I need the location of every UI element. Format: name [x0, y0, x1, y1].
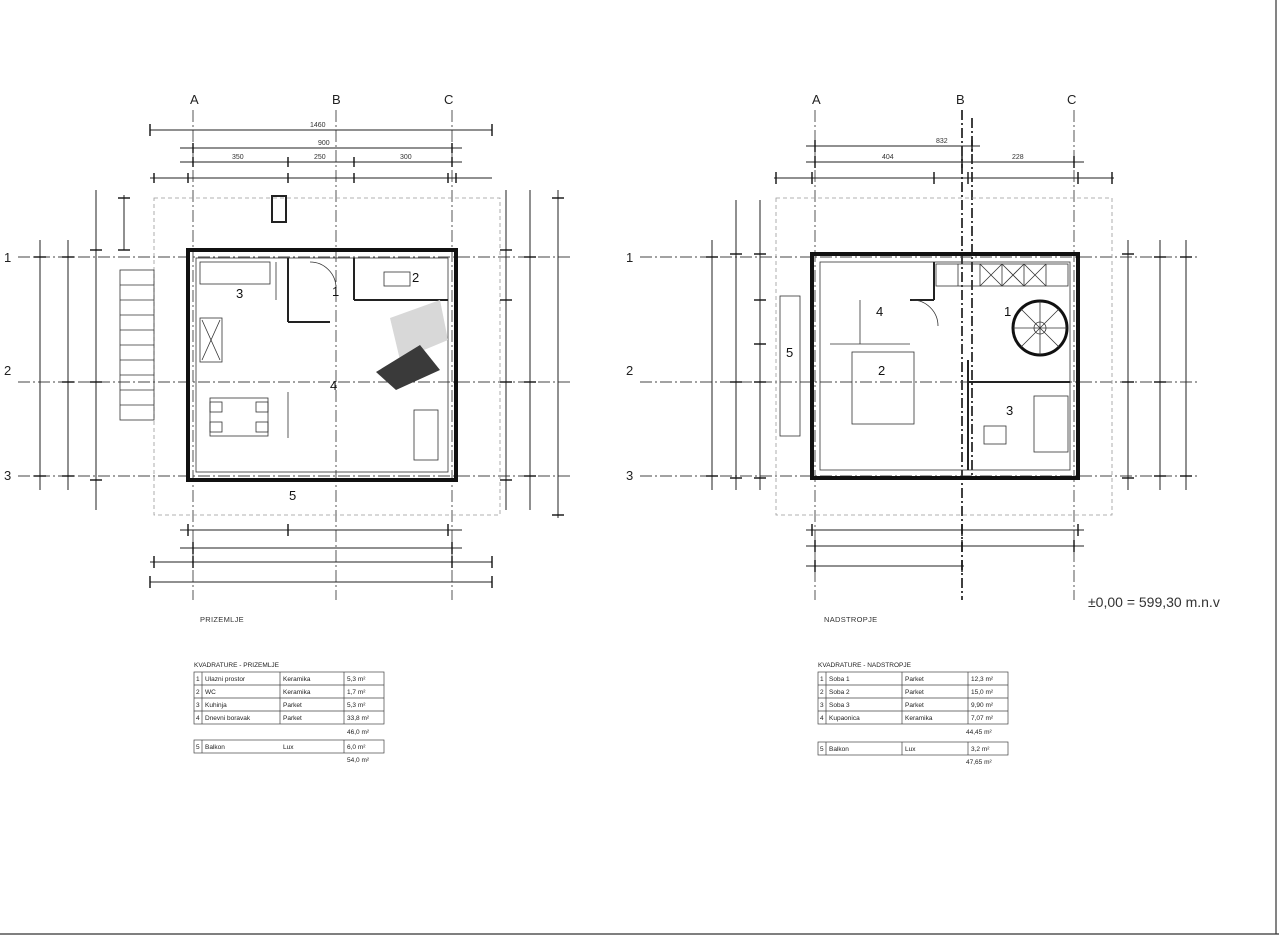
- uf-extra-area: 3,2 m²: [971, 746, 990, 753]
- gf-area-table: KVADRATURE - PRIZEMLJE 1 Ulazni prostor …: [193, 662, 385, 764]
- uf-overall-width: 832: [936, 138, 948, 145]
- uf-row-finish: Keramika: [905, 715, 933, 722]
- uf-table-row: 4 Kupaonica Keramika 7,07 m²: [820, 715, 994, 722]
- uf-room-5: 5: [786, 345, 793, 360]
- gf-subtotal: 46,0 m²: [347, 729, 370, 736]
- uf-row-no: 3: [820, 702, 824, 709]
- grid-row-3-uf: 3: [626, 468, 633, 483]
- ground-floor-plan: A B C 1 2 3: [4, 92, 570, 624]
- uf-table-row: 2 Soba 2 Parket 15,0 m²: [820, 689, 994, 696]
- gf-table-row: 4 Dnevni boravak Parket 33,8 m²: [196, 715, 370, 722]
- elevation-note: ±0,00 = 599,30 m.n.v: [1088, 594, 1220, 610]
- gf-table-title: KVADRATURE - PRIZEMLJE: [194, 662, 280, 669]
- uf-right-width: 228: [1012, 154, 1024, 161]
- uf-row-name: Kupaonica: [829, 715, 860, 722]
- gf-room-2: 2: [412, 270, 419, 285]
- grid-col-c-uf: C: [1067, 92, 1076, 107]
- grid-row-3-gf: 3: [4, 468, 11, 483]
- gf-row-no: 1: [196, 676, 200, 683]
- uf-row-area: 7,07 m²: [971, 715, 994, 722]
- uf-extra-no: 5: [820, 746, 824, 753]
- gf-bay-3: 300: [400, 154, 412, 161]
- gf-table-row: 1 Ulazni prostor Keramika 5,3 m²: [196, 676, 366, 683]
- gf-row-finish: Keramika: [283, 676, 311, 683]
- uf-room-1: 1: [1004, 304, 1011, 319]
- uf-row-finish: Parket: [905, 689, 924, 696]
- gf-room-1: 1: [332, 284, 339, 299]
- uf-row-no: 4: [820, 715, 824, 722]
- gf-row-area: 1,7 m²: [347, 689, 366, 696]
- gf-row-no: 3: [196, 702, 200, 709]
- gf-row-finish: Parket: [283, 715, 302, 722]
- gf-row-name: WC: [205, 689, 216, 696]
- uf-room-2: 2: [878, 363, 885, 378]
- uf-room-4: 4: [876, 304, 883, 319]
- gf-room-3: 3: [236, 286, 243, 301]
- grid-col-a-uf: A: [812, 92, 821, 107]
- uf-room-3: 3: [1006, 403, 1013, 418]
- upper-floor-plan: A B C 1 2 3: [626, 92, 1200, 624]
- uf-row-area: 12,3 m²: [971, 676, 994, 683]
- uf-extra-finish: Lux: [905, 746, 916, 753]
- grid-row-1-uf: 1: [626, 250, 633, 265]
- grid-col-c-gf: C: [444, 92, 453, 107]
- uf-subtotal: 44,45 m²: [966, 729, 992, 736]
- gf-row-finish: Parket: [283, 702, 302, 709]
- uf-row-area: 9,90 m²: [971, 702, 994, 709]
- uf-area-table: KVADRATURE - NADSTROPJE 1 Soba 1 Parket …: [817, 662, 1009, 766]
- gf-extra-no: 5: [196, 744, 200, 751]
- uf-row-name: Soba 2: [829, 689, 850, 696]
- uf-row-no: 1: [820, 676, 824, 683]
- gf-caption: PRIZEMLJE: [200, 615, 244, 624]
- gf-row-finish: Keramika: [283, 689, 311, 696]
- uf-row-finish: Parket: [905, 676, 924, 683]
- uf-caption: NADSTROPJE: [824, 615, 877, 624]
- uf-row-finish: Parket: [905, 702, 924, 709]
- uf-left-width: 404: [882, 154, 894, 161]
- uf-extra-name: Balkon: [829, 746, 849, 753]
- uf-row-name: Soba 1: [829, 676, 850, 683]
- grid-col-b-uf: B: [956, 92, 965, 107]
- gf-row-area: 5,3 m²: [347, 702, 366, 709]
- gf-row-name: Kuhinja: [205, 702, 227, 709]
- grid-row-1-gf: 1: [4, 250, 11, 265]
- gf-row-area: 33,8 m²: [347, 715, 370, 722]
- uf-row-area: 15,0 m²: [971, 689, 994, 696]
- gf-bay-2: 250: [314, 154, 326, 161]
- gf-overall-width: 1460: [310, 122, 326, 129]
- gf-room-5: 5: [289, 488, 296, 503]
- gf-row-name: Dnevni boravak: [205, 715, 251, 722]
- gf-row-area: 5,3 m²: [347, 676, 366, 683]
- gf-table-row: 2 WC Keramika 1,7 m²: [196, 689, 366, 696]
- gf-total: 54,0 m²: [347, 757, 370, 764]
- gf-extra-finish: Lux: [283, 744, 294, 751]
- gf-row-no: 4: [196, 715, 200, 722]
- gf-extra-area: 6,0 m²: [347, 744, 366, 751]
- gf-table-row: 3 Kuhinja Parket 5,3 m²: [196, 702, 366, 709]
- gf-row-no: 2: [196, 689, 200, 696]
- uf-table-row: 3 Soba 3 Parket 9,90 m²: [820, 702, 994, 709]
- uf-total: 47,65 m²: [966, 759, 992, 766]
- uf-row-no: 2: [820, 689, 824, 696]
- uf-table-row: 1 Soba 1 Parket 12,3 m²: [820, 676, 994, 683]
- gf-room-4: 4: [330, 378, 337, 393]
- grid-col-a-gf: A: [190, 92, 199, 107]
- gf-extra-name: Balkon: [205, 744, 225, 751]
- gf-bay-1: 350: [232, 154, 244, 161]
- uf-row-name: Soba 3: [829, 702, 850, 709]
- gf-axis-width: 900: [318, 140, 330, 147]
- gf-row-name: Ulazni prostor: [205, 676, 246, 683]
- grid-row-2-gf: 2: [4, 363, 11, 378]
- grid-col-b-gf: B: [332, 92, 341, 107]
- uf-table-title: KVADRATURE - NADSTROPJE: [818, 662, 912, 669]
- grid-row-2-uf: 2: [626, 363, 633, 378]
